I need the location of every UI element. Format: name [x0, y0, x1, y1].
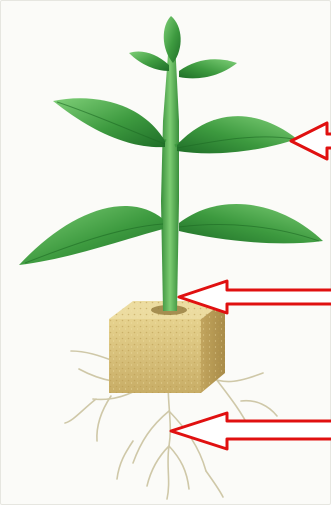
- rockwool-cube: [109, 301, 225, 393]
- stem: [119, 41, 215, 311]
- arrow-leaf: [291, 123, 331, 159]
